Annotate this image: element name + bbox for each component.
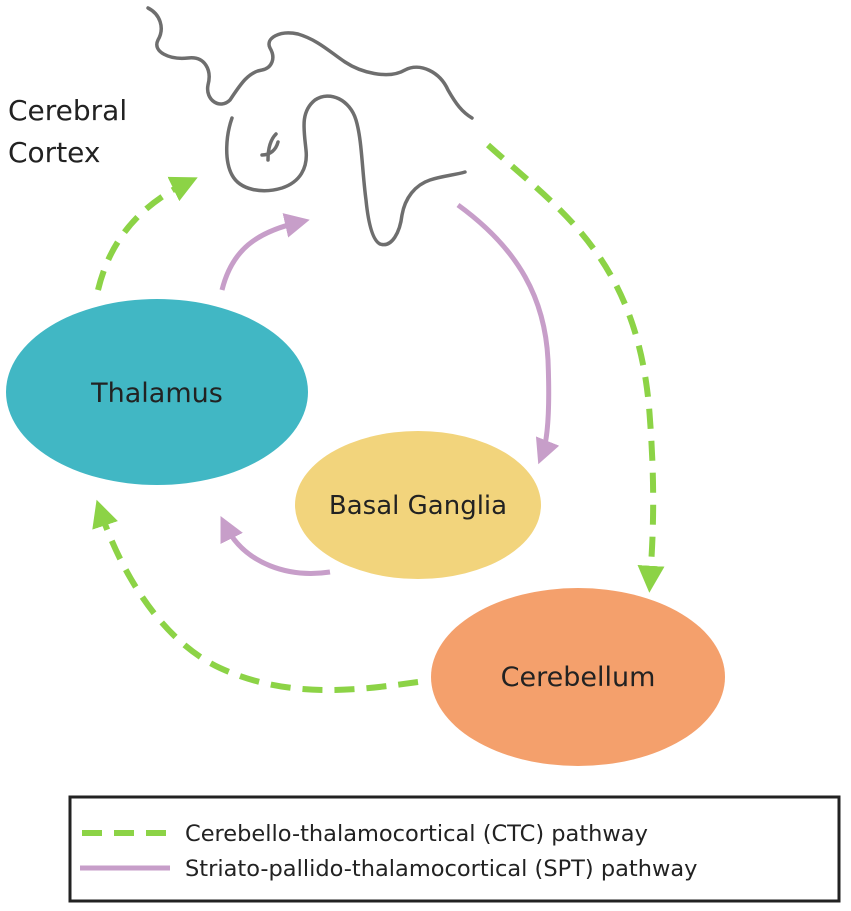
cerebral-cortex-outline <box>146 6 474 247</box>
ctc-arrow-cortex-to-cerebellum <box>485 142 665 593</box>
cerebellum-label: Cerebellum <box>501 662 656 693</box>
cortex-label-line1: Cerebral <box>8 94 127 127</box>
spt-arrow-basal-ganglia-to-thalamus <box>220 516 331 576</box>
cortex-label-line2: Cortex <box>8 136 100 169</box>
legend-box <box>68 795 841 903</box>
spt-arrow-cortex-to-basal-ganglia <box>456 202 560 465</box>
legend-spt-label: Striato-pallido-thalamocortical (SPT) pa… <box>185 856 698 882</box>
thalamus-node <box>6 299 308 485</box>
ctc-arrow-cerebellum-to-thalamus <box>92 499 419 694</box>
legend: Cerebello-thalamocortical (CTC) pathway … <box>68 795 841 903</box>
cerebellum-node <box>431 588 725 766</box>
thalamus-label: Thalamus <box>90 378 223 409</box>
basal-ganglia-label: Basal Ganglia <box>329 491 507 521</box>
spt-arrow-thalamus-to-cortex <box>219 213 310 291</box>
legend-ctc-label: Cerebello-thalamocortical (CTC) pathway <box>185 821 648 847</box>
basal-ganglia-node <box>295 431 541 579</box>
ctc-arrow-thalamus-to-cortex <box>95 176 198 291</box>
